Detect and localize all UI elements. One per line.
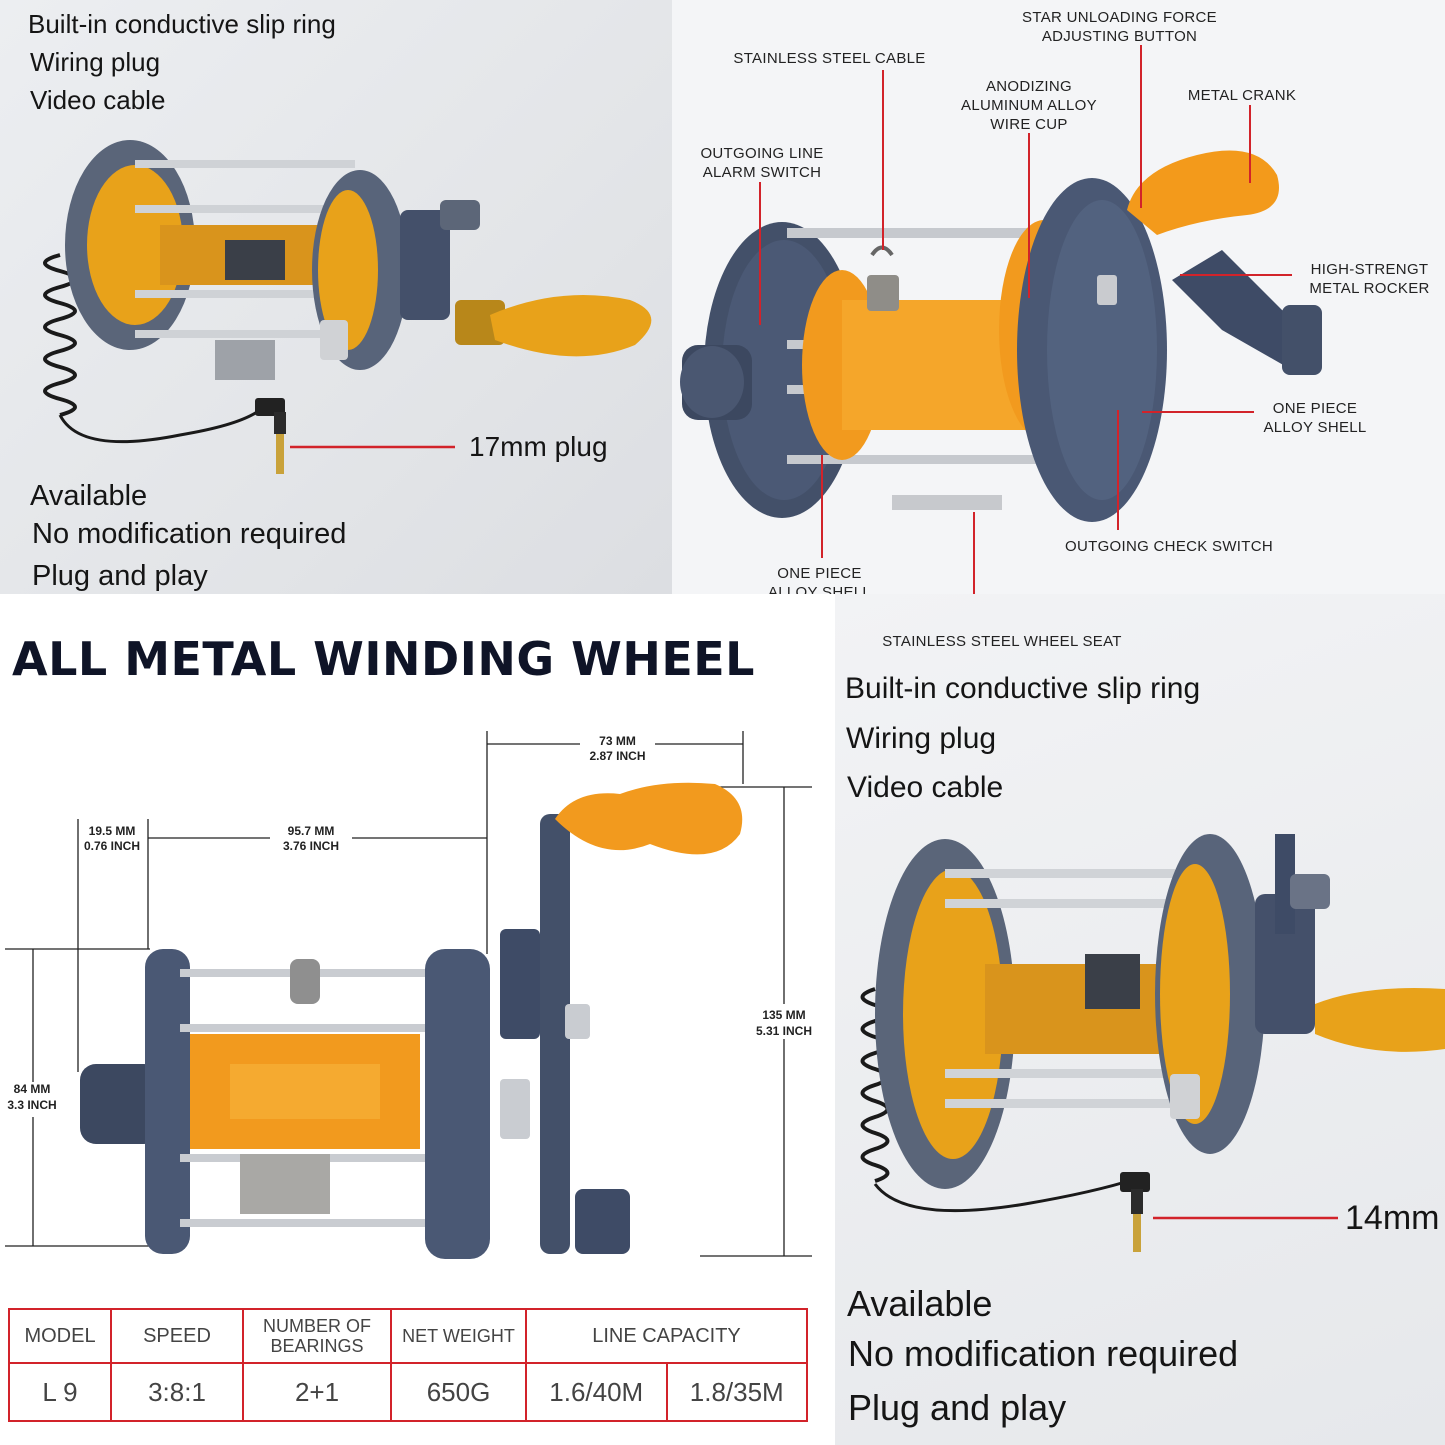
spec-header-model: MODEL (8, 1308, 112, 1364)
hero-title: ALL METAL WINDING WHEEL (12, 632, 755, 686)
note-no-modification: No modification required (32, 518, 347, 550)
dim-depth-b-in: 3.76 INCH (282, 839, 340, 853)
feature-video-cable-right: Video cable (847, 771, 1004, 804)
fishing-reel-image (680, 150, 1322, 522)
dim-height-in: 5.31 INCH (755, 1024, 813, 1038)
callout-one-piece-shell-left: ONE PIECE ALLOY SHELL (767, 565, 872, 594)
coiled-cable-image (860, 987, 1136, 1213)
spec-header-line-capacity: LINE CAPACITY (525, 1308, 808, 1364)
panel-bottom-right: Built-in conductive slip ring Wiring plu… (835, 594, 1445, 1445)
spec-value-model: L 9 (8, 1362, 112, 1422)
spec-header-net-weight: NET WEIGHT (390, 1308, 527, 1364)
plug-size-label-right: 14mm (1345, 1199, 1440, 1237)
callout-anodizing-wire-cup: ANODIZING ALUMINUM ALLOY WIRE CUP (961, 78, 1097, 133)
dim-height-mm: 135 MM (762, 1008, 806, 1022)
panel-top-right: STAR UNLOADING FORCE ADJUSTING BUTTON ST… (672, 0, 1445, 594)
note-available-right: Available (847, 1283, 993, 1324)
spec-value-net-weight: 650G (390, 1362, 527, 1422)
audio-plug-image (255, 398, 286, 474)
plug-size-label: 17mm plug (469, 431, 608, 462)
callout-outgoing-check-switch: OUTGOING CHECK SWITCH (1065, 538, 1273, 555)
callout-star-unloading: STAR UNLOADING FORCE ADJUSTING BUTTON (1022, 9, 1217, 45)
dim-depth-b-mm: 95.7 MM (287, 824, 335, 838)
dim-width-top-in: 2.87 INCH (589, 749, 646, 763)
fishing-reel-image (65, 140, 652, 380)
reel-photo-top-left (43, 140, 652, 474)
reel-photo-bottom-right (860, 834, 1445, 1252)
spec-value-speed: 3:8:1 (110, 1362, 244, 1422)
spec-header-row: MODEL SPEED NUMBER OF BEARINGS NET WEIGH… (8, 1308, 808, 1364)
feature-wiring-plug: Wiring plug (30, 47, 161, 77)
dim-depth-a-mm: 19.5 MM (88, 824, 136, 838)
callout-one-piece-shell-right: ONE PIECE ALLOY SHELL (1263, 400, 1367, 436)
spec-header-speed: SPEED (110, 1308, 244, 1364)
spec-table: MODEL SPEED NUMBER OF BEARINGS NET WEIGH… (8, 1308, 808, 1422)
note-plug-and-play-right: Plug and play (848, 1387, 1067, 1428)
feature-video-cable: Video cable (30, 85, 166, 115)
fishing-reel-image (875, 834, 1445, 1189)
panel-top-left: Built-in conductive slip ring Wiring plu… (0, 0, 672, 594)
panel-bottom-left: ALL METAL WINDING WHEEL (0, 594, 835, 1445)
callout-high-strength-rocker: HIGH-STRENGT METAL ROCKER (1309, 261, 1430, 297)
callout-wheel-seat: STAINLESS STEEL WHEEL SEAT (882, 633, 1122, 650)
feature-slip-ring-right: Built-in conductive slip ring (845, 672, 1201, 705)
spec-value-capacity-b: 1.8/35M (665, 1362, 808, 1422)
callout-metal-crank: METAL CRANK (1187, 87, 1297, 104)
fishing-reel-image (80, 782, 743, 1259)
dim-depth-a-in: 0.76 INCH (83, 839, 141, 853)
feature-slip-ring: Built-in conductive slip ring (28, 9, 336, 39)
dim-width-top-mm: 73 MM (599, 734, 636, 748)
spec-value-bearings: 2+1 (242, 1362, 392, 1422)
spec-value-row: L 9 3:8:1 2+1 650G 1.6/40M 1.8/35M (8, 1362, 808, 1422)
reel-exploded-callouts (680, 45, 1322, 594)
note-no-modification-right: No modification required (848, 1333, 1239, 1374)
callout-outgoing-line-alarm: OUTGOING LINE ALARM SWITCH (700, 145, 824, 181)
audio-plug-image (1120, 1172, 1150, 1252)
spec-value-capacity-a: 1.6/40M (525, 1362, 668, 1422)
dim-spool-mm: 84 MM (13, 1082, 51, 1096)
dimension-drawing (5, 731, 812, 1259)
feature-wiring-plug-right: Wiring plug (846, 722, 997, 755)
note-available: Available (30, 480, 148, 512)
callout-stainless-cable: STAINLESS STEEL CABLE (733, 50, 926, 67)
spec-header-bearings: NUMBER OF BEARINGS (242, 1308, 392, 1364)
note-plug-and-play: Plug and play (32, 560, 208, 592)
dim-spool-in: 3.3 INCH (7, 1098, 57, 1112)
